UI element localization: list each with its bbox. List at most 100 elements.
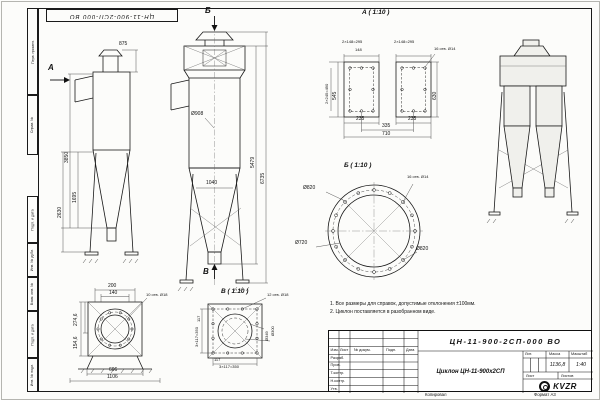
margin-stamp-inv-podl: Инв. № подл. bbox=[27, 358, 38, 392]
scale-value: 1:40 bbox=[575, 362, 587, 368]
side-view-drawing bbox=[74, 49, 139, 264]
sheet-label: Лист bbox=[526, 373, 535, 378]
dim-label-235-left: 235 bbox=[356, 116, 365, 122]
row-utv: Утв. bbox=[330, 386, 338, 391]
section-v-dims bbox=[200, 297, 271, 366]
dim-label-5479: 5479 bbox=[250, 156, 256, 168]
dim-label-140: 140 bbox=[109, 289, 118, 296]
dim-label-295-right: 2×148=295 bbox=[394, 39, 415, 44]
col-sign: Подп. bbox=[386, 348, 397, 352]
margin-stamp-podp-data-2: Подп. и дата bbox=[27, 311, 38, 358]
row-nkontr: Н.контр. bbox=[330, 378, 346, 383]
section-a-drawing bbox=[343, 61, 432, 118]
col-izm: Изм. bbox=[330, 348, 339, 352]
section-a-title: А ( 1:10 ) bbox=[362, 9, 390, 16]
view-b-direction-arrow bbox=[211, 16, 218, 31]
note-1: 1. Все размеры для справок, допустимые о… bbox=[330, 301, 476, 307]
front-view-drawing bbox=[170, 26, 250, 292]
copy-label: Копировал bbox=[425, 392, 447, 397]
dim-label-235-right: 235 bbox=[408, 116, 417, 122]
view-a-direction-arrow bbox=[50, 77, 70, 83]
dim-label-6735: 6735 bbox=[260, 172, 266, 184]
margin-stamp-vzam-inv: Взам. инв. № bbox=[27, 277, 38, 311]
sheets-label: Листов bbox=[561, 373, 574, 378]
mass-value: 1136,8 bbox=[549, 362, 566, 368]
company-cell: KVZR bbox=[523, 379, 593, 393]
margin-stamp-label: Инв. № подл. bbox=[30, 363, 35, 387]
side-view-marker: А bbox=[48, 63, 54, 72]
title-block: ЦН-11-900-2СП-000 ВО Циклон ЦН-11-900х2С… bbox=[328, 330, 593, 393]
title-block-part-name: Циклон ЦН-11-900х2СП bbox=[436, 369, 505, 375]
base-view-drawing bbox=[78, 301, 153, 374]
section-a-dims bbox=[329, 53, 439, 139]
dim-label-117-left: 117 bbox=[196, 315, 201, 322]
title-block-grid bbox=[329, 331, 593, 393]
front-view-dims bbox=[196, 31, 268, 284]
holes-label-16xd14-b: 16 отв. Ø14 bbox=[407, 174, 429, 179]
dim-label-274: 274,6 bbox=[73, 313, 79, 326]
dim-label-350-bottom: 3×117=350 bbox=[219, 364, 239, 369]
section-b-title: Б ( 1:10 ) bbox=[344, 162, 372, 169]
section-v-title: В ( 1:10 ) bbox=[221, 288, 249, 295]
dim-label-dia720: Ø720 bbox=[295, 240, 308, 246]
dim-label-606: 606 bbox=[109, 366, 118, 373]
margin-stamp-inv-dubl: Инв. № дубл. bbox=[27, 243, 38, 277]
dim-label-1106: 1106 bbox=[107, 374, 118, 380]
company-logo: KVZR bbox=[539, 380, 577, 392]
scale-label: Масштаб bbox=[571, 352, 588, 356]
dim-label-dia820-top: Ø820 bbox=[303, 185, 316, 191]
designation-stamp: ЦН-11-900-2СП-000 ВО bbox=[46, 9, 178, 22]
dim-label-148: 148 bbox=[355, 47, 362, 52]
col-list: Лист bbox=[340, 348, 349, 352]
dim-label-200: 200 bbox=[108, 282, 117, 289]
section-b-leaders bbox=[315, 183, 418, 261]
dim-label-335: 335 bbox=[382, 123, 391, 129]
company-logo-icon bbox=[539, 380, 551, 392]
dim-label-490: 2×245=490 bbox=[324, 83, 329, 104]
company-name: KVZR bbox=[553, 381, 577, 391]
dim-label-3850: 3850 bbox=[64, 151, 70, 163]
dim-label-545: 545 bbox=[332, 91, 338, 100]
section-b-drawing bbox=[325, 182, 423, 280]
designation-stamp-text: ЦН-11-900-2СП-000 ВО bbox=[69, 12, 155, 19]
row-tkontr: Т.контр. bbox=[330, 371, 345, 376]
row-prov: Пров. bbox=[330, 363, 341, 368]
margin-stamp-perv-primen: Перв. примен. bbox=[27, 8, 38, 95]
margin-stamp-label: Взам. инв. № bbox=[30, 282, 35, 306]
row-razrab: Разраб. bbox=[330, 355, 345, 360]
mass-label: Масса bbox=[549, 352, 561, 356]
dim-label-630: 630 bbox=[432, 91, 438, 100]
note-2: 2. Циклон поставляется в разобранном вид… bbox=[330, 309, 436, 315]
front-view-marker-bottom: В bbox=[203, 267, 209, 276]
margin-stamp-podp-data-1: Подп. и дата bbox=[27, 196, 38, 243]
col-date: Дата bbox=[406, 348, 415, 352]
dim-label-1040: 1040 bbox=[206, 180, 218, 186]
format-label: Формат А3 bbox=[534, 392, 556, 397]
side-view-dims bbox=[61, 49, 138, 253]
col-doc: № докум. bbox=[354, 348, 371, 352]
dim-label-1695: 1695 bbox=[72, 191, 78, 203]
dim-label-2630: 2630 bbox=[57, 206, 63, 218]
holes-label-16xd14-a: 16 отв. Ø14 bbox=[434, 46, 456, 51]
dim-label-dia908: Ø908 bbox=[191, 111, 204, 117]
dim-label-350-left: 3×117=350 bbox=[194, 327, 199, 347]
section-v-drawing bbox=[207, 303, 263, 359]
margin-stamp-label: Перв. примен. bbox=[30, 39, 35, 64]
holes-label-12xd18: 12 отв. Ø18 bbox=[267, 292, 289, 297]
dim-label-154: 154,6 bbox=[73, 336, 79, 349]
isometric-view-drawing bbox=[486, 39, 579, 224]
base-view-dims bbox=[69, 288, 161, 383]
margin-stamp-sprav: Справ. № bbox=[27, 95, 38, 155]
margin-stamp-label: Справ. № bbox=[30, 116, 35, 134]
title-block-designation: ЦН-11-900-2СП-000 ВО bbox=[449, 336, 562, 346]
margin-stamp-label: Подп. и дата bbox=[30, 208, 35, 231]
dim-label-875: 875 bbox=[119, 41, 128, 47]
holes-label-10xd18: 10 отв. Ø18 bbox=[146, 292, 168, 297]
front-view-marker-top: Б bbox=[205, 6, 211, 15]
dim-label-dia-inner: Ø300 bbox=[270, 326, 275, 336]
margin-stamp-label: Подп. и дата bbox=[30, 323, 35, 346]
dim-label-dia820-bottom: Ø820 bbox=[416, 246, 429, 252]
dim-label-117-bottom: 117 bbox=[214, 357, 221, 362]
